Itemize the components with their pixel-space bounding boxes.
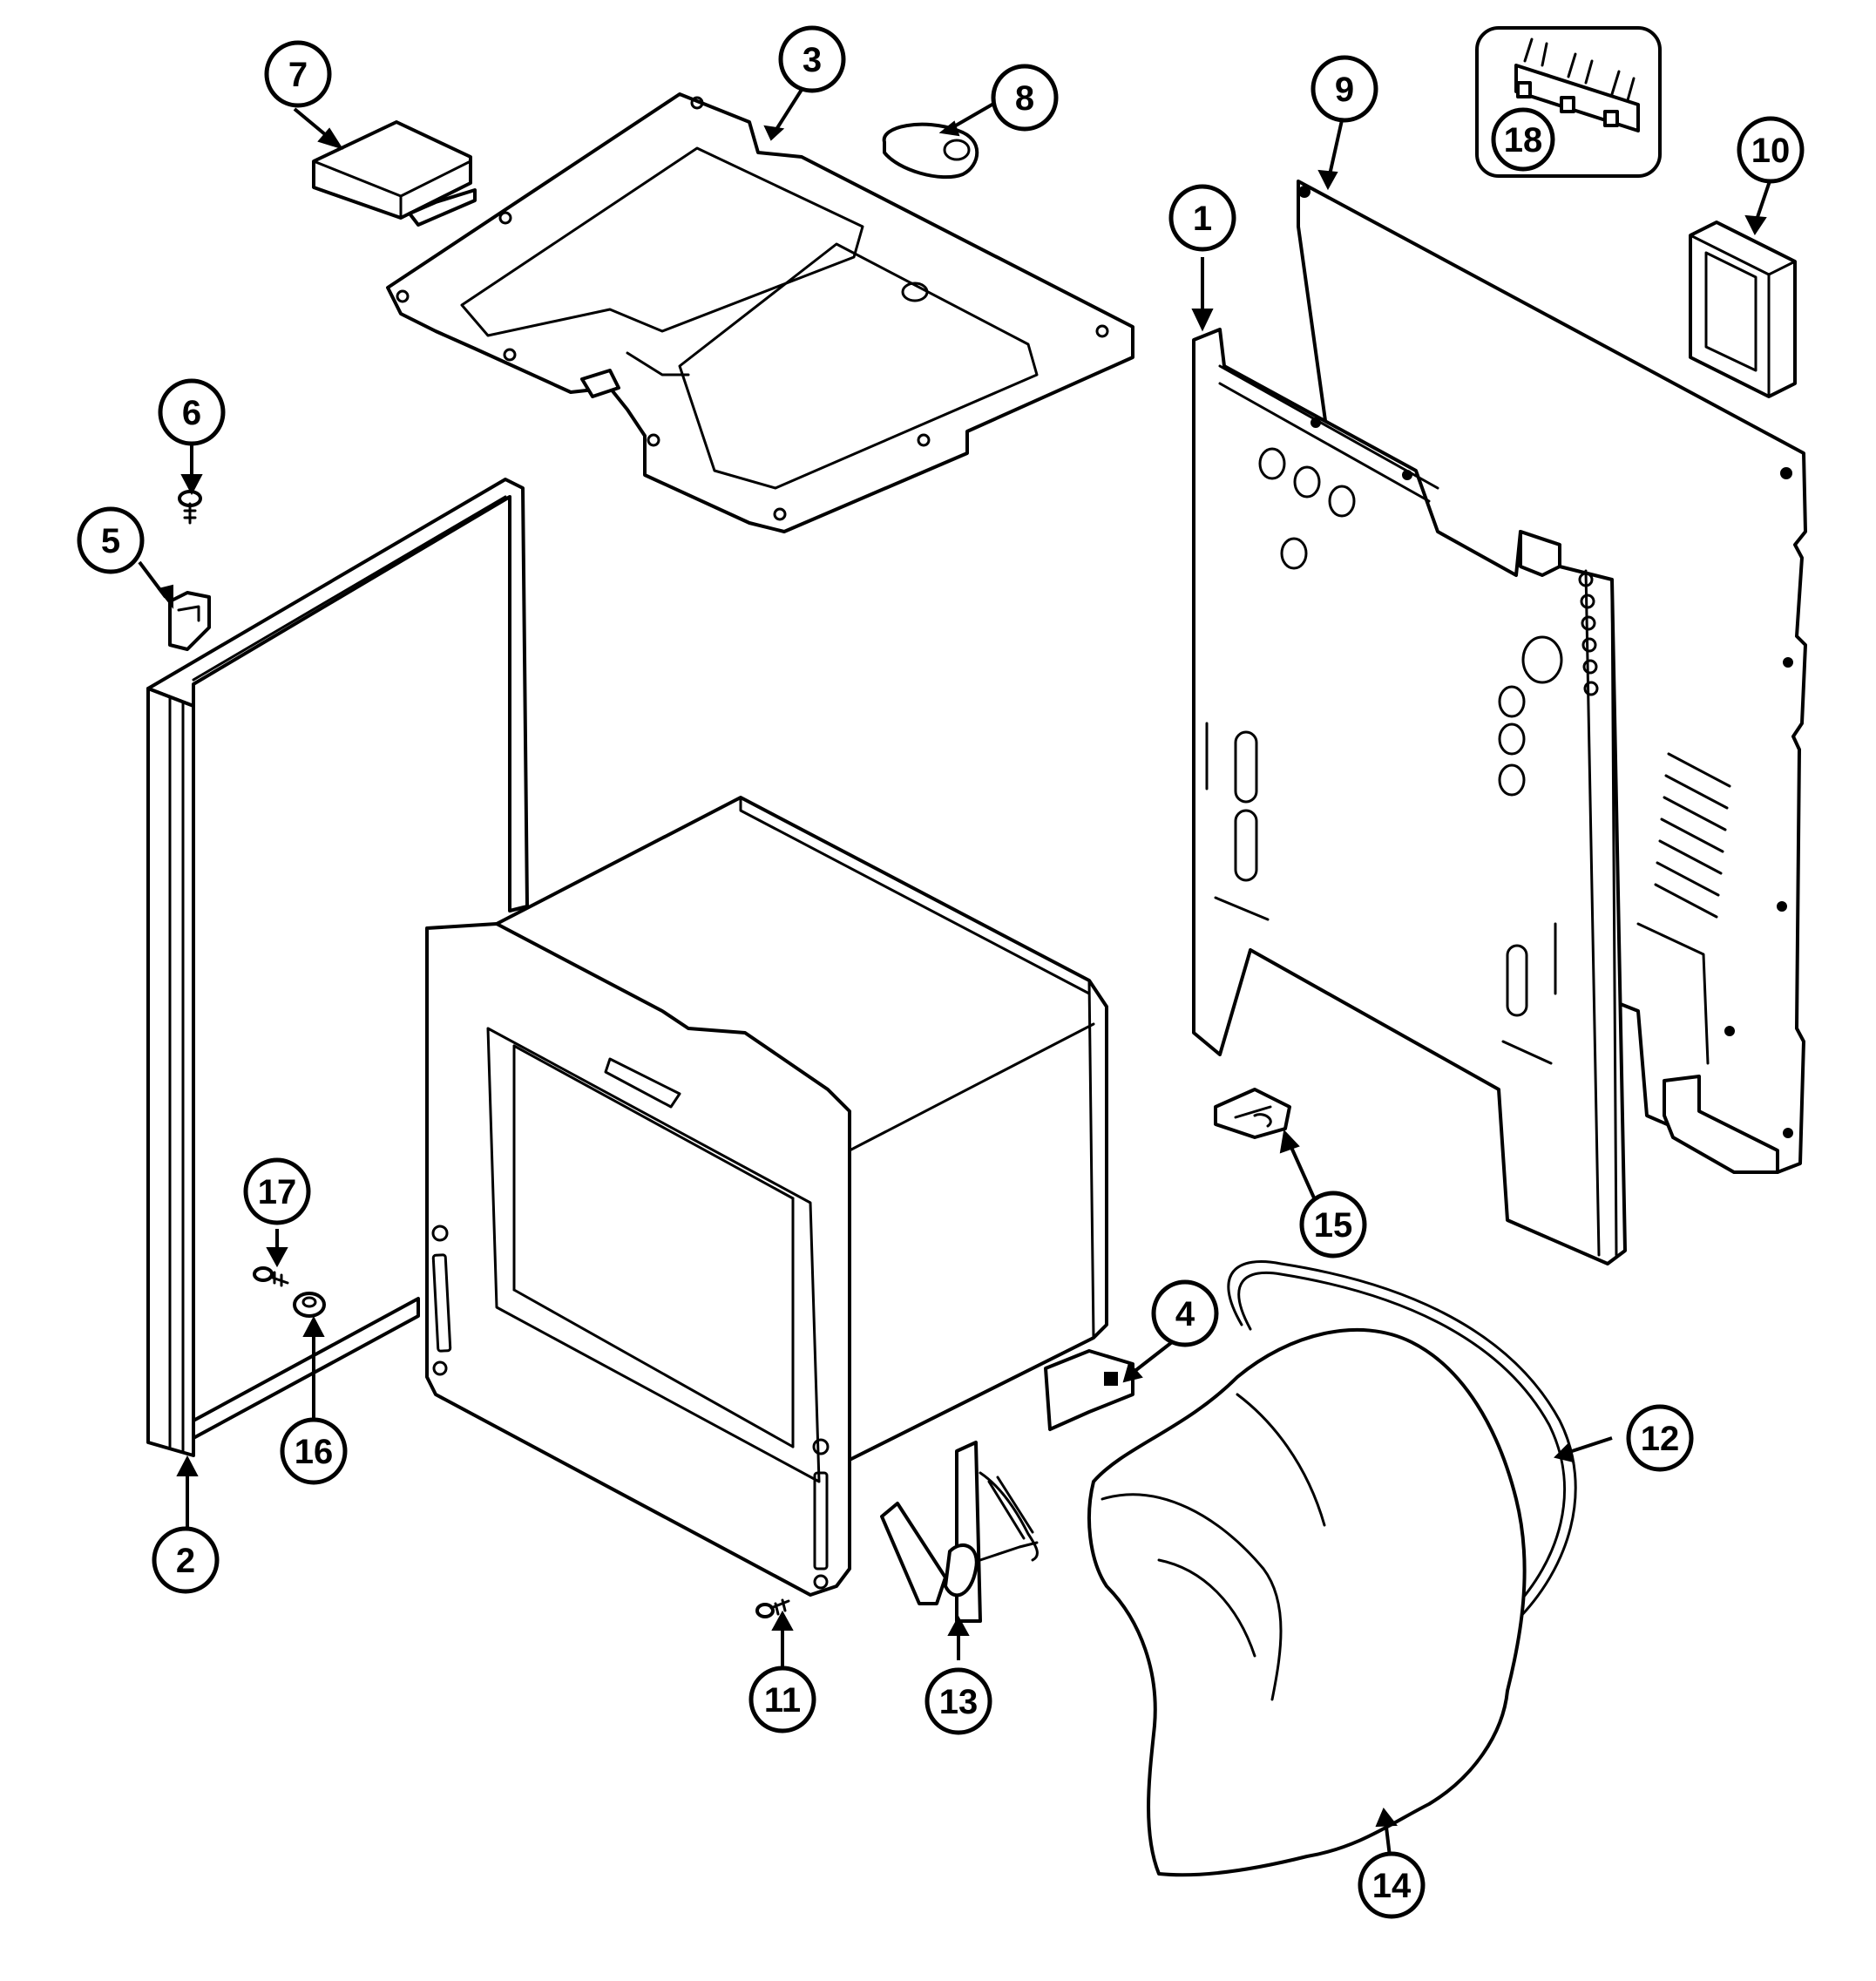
insulation-part-14 [1087, 1327, 1527, 1877]
bracket-part-15 [1214, 1088, 1291, 1139]
callout-8: 8 [991, 64, 1059, 132]
callout-11: 11 [748, 1666, 816, 1733]
callout-1-number: 1 [1193, 200, 1212, 238]
clip-part-10 [1689, 220, 1797, 398]
clip-part-5 [168, 591, 211, 651]
leader-lines [138, 81, 1772, 1857]
callout-17: 17 [243, 1157, 311, 1225]
gasket-part-12 [1227, 1260, 1577, 1623]
callout-6-number: 6 [182, 394, 201, 432]
callout-13: 13 [924, 1667, 992, 1735]
callout-8-number: 8 [1015, 79, 1034, 118]
callout-14-number: 14 [1372, 1867, 1412, 1905]
callout-10-number: 10 [1751, 132, 1791, 170]
callout-3-number: 3 [803, 41, 822, 79]
hinge-part-13 [880, 1441, 1039, 1623]
callout-3: 3 [778, 25, 846, 93]
bracket-part-4 [1044, 1349, 1134, 1431]
block-part [312, 120, 477, 227]
callout-12: 12 [1626, 1404, 1694, 1472]
callout-12-number: 12 [1641, 1420, 1680, 1458]
spacer-part-16 [293, 1292, 326, 1318]
callout-17-number: 17 [258, 1173, 297, 1211]
callout-1: 1 [1168, 184, 1236, 252]
screw-part-17 [253, 1266, 289, 1287]
screw-part-11 [755, 1598, 790, 1618]
side-frame-part [146, 478, 529, 1457]
callout-18: 18 [1491, 107, 1555, 172]
callout-16-number: 16 [295, 1433, 334, 1471]
callout-4-number: 4 [1175, 1295, 1195, 1333]
callout-5: 5 [77, 506, 145, 574]
callout-7-number: 7 [288, 56, 308, 94]
callout-11-number: 11 [764, 1681, 801, 1720]
callout-13-number: 13 [939, 1683, 979, 1721]
oven-cavity-part [425, 796, 1108, 1597]
callout-5-number: 5 [101, 522, 120, 560]
callout-4: 4 [1151, 1279, 1219, 1347]
grommet-part [882, 122, 979, 180]
callout-16: 16 [280, 1417, 348, 1485]
callout-6: 6 [158, 378, 226, 446]
callout-9: 9 [1310, 55, 1378, 123]
screw-part-6 [178, 490, 202, 525]
callout-2-number: 2 [176, 1542, 195, 1580]
callout-15: 15 [1299, 1191, 1367, 1258]
callout-14: 14 [1358, 1851, 1426, 1919]
rear-panel-part [1192, 328, 1627, 1265]
callout-2: 2 [152, 1526, 220, 1594]
callout-7: 7 [264, 40, 332, 108]
callout-15-number: 15 [1314, 1206, 1353, 1245]
callout-18-number: 18 [1504, 121, 1543, 159]
callout-9-number: 9 [1335, 71, 1354, 109]
top-panel-part [386, 92, 1134, 533]
callout-10: 10 [1737, 116, 1805, 184]
